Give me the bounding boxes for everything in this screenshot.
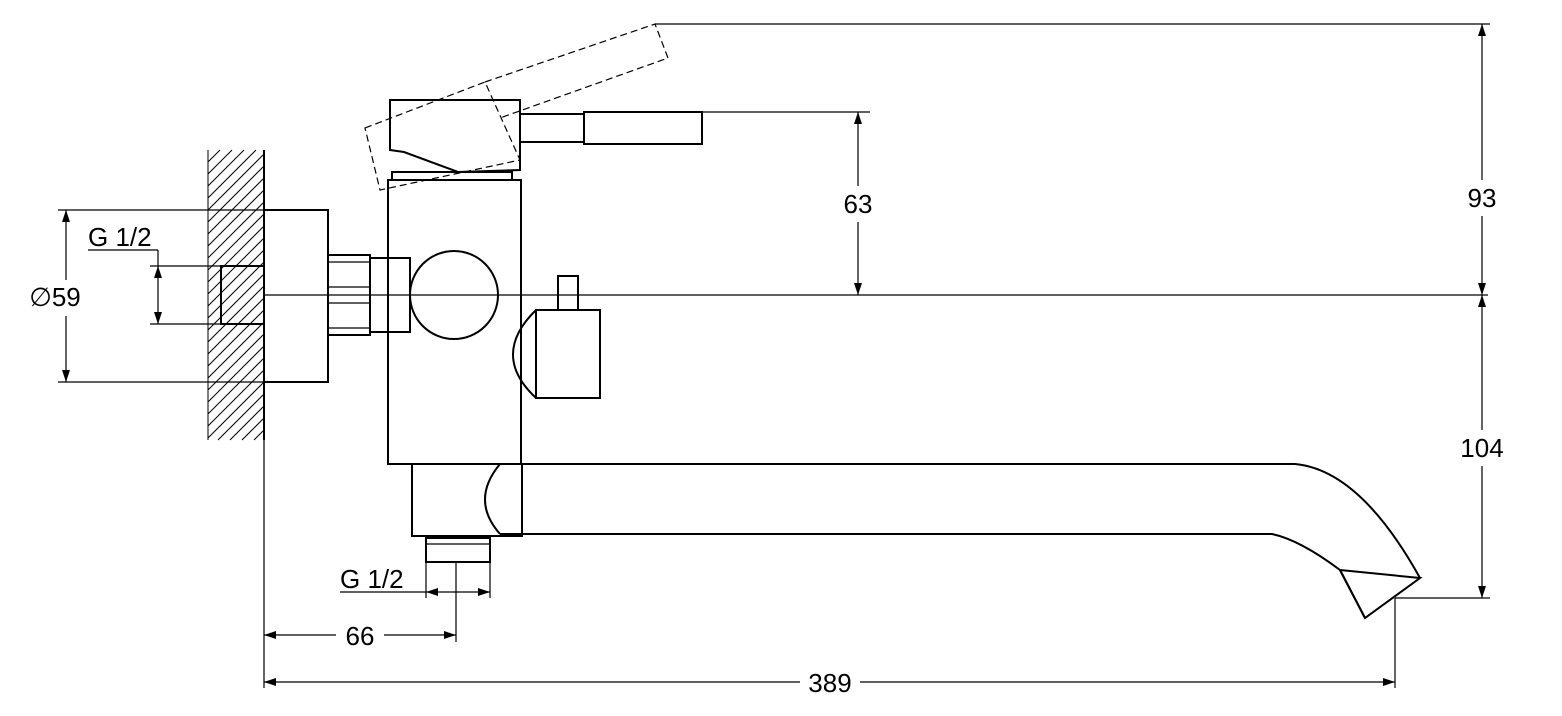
hatch-line [207, 273, 265, 331]
hatch-line [207, 177, 265, 235]
hatch-line [207, 153, 265, 211]
dim-handle-height: 63 [702, 111, 880, 295]
dim-63-label: 63 [844, 189, 873, 219]
hatch-line [229, 405, 265, 441]
dim-389-label: 389 [808, 668, 851, 698]
hatch-line [207, 309, 265, 367]
dim-thread-wall-label: G 1/2 [88, 222, 152, 252]
dim-thread-bottom-label: G 1/2 [340, 564, 404, 594]
lever-raised-outline [364, 23, 669, 191]
hatch-line [207, 369, 265, 427]
dim-thread-wall: G 1/2 [88, 222, 221, 325]
dim-flange-diameter: ∅59 [26, 209, 264, 383]
hatch-line [207, 149, 245, 187]
dim-diameter-label: ∅59 [29, 282, 81, 312]
dim-outlet-offset: 66 [263, 440, 457, 688]
wall-flange [220, 209, 329, 383]
dim-93-label: 93 [1468, 183, 1497, 213]
dim-spout-length: 389 [264, 598, 1396, 700]
dim-104-label: 104 [1460, 433, 1503, 463]
hatch-line [241, 417, 265, 441]
hatch-line [253, 429, 265, 441]
hatch-line [207, 149, 221, 163]
dim-66-label: 66 [346, 621, 375, 651]
hatch-line [207, 297, 265, 355]
bottom-outlet [411, 463, 523, 563]
hatch-line [207, 345, 265, 403]
hatch-line [217, 393, 265, 441]
hatch-line [207, 261, 265, 319]
hatch-line [207, 249, 265, 307]
hatch-line [207, 201, 265, 259]
hatch-line [207, 213, 265, 271]
hatch-line [207, 333, 265, 391]
dim-total-height: 93 [655, 23, 1504, 295]
hatch-line [207, 285, 265, 343]
hatch-line [207, 149, 257, 199]
hatch-line [207, 189, 265, 247]
hatch-line [207, 381, 265, 439]
diverter-knob[interactable] [512, 275, 601, 399]
lever-handle[interactable] [389, 99, 703, 174]
hatch-line [207, 357, 265, 415]
dim-spout-height: 104 [1395, 295, 1510, 599]
hatch-line [207, 321, 265, 379]
hatch-line [207, 165, 265, 223]
hatch-line [207, 225, 265, 283]
spout [484, 463, 1423, 620]
dim-thread-bottom: G 1/2 [340, 562, 491, 598]
hatch-line [207, 149, 233, 175]
wall-hatching [207, 149, 265, 441]
mixer-body [387, 171, 522, 465]
